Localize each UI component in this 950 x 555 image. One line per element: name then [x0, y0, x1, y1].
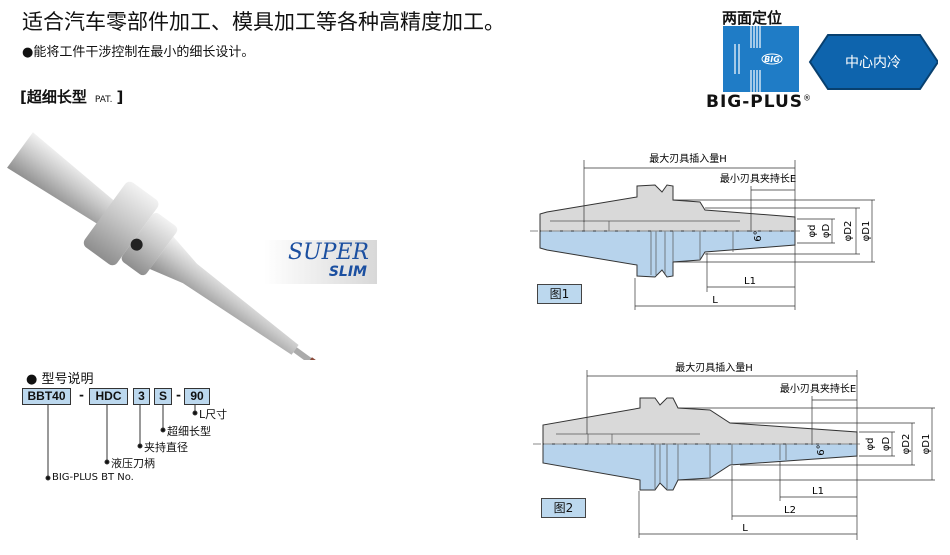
fig1-l-label: L — [712, 295, 718, 306]
legend-hydraulic: 液压刀柄 — [111, 457, 155, 470]
legend-slim: 超细长型 — [167, 425, 211, 438]
series-title: [超细长型 PAT.] — [20, 86, 123, 107]
bigplus-name: BIG-PLUS® — [706, 92, 812, 112]
fig2-h-label: 最大刃具插入量H — [675, 361, 753, 374]
fig2-dim-D1: φD1 — [921, 434, 932, 455]
fig2-dim-D: φD — [881, 437, 892, 452]
bigplus-emblem-icon: BIG — [723, 26, 799, 92]
product-photo — [7, 132, 329, 360]
hexagon-shape-icon — [808, 34, 940, 90]
coolant-badge: 中心内冷 — [808, 33, 940, 91]
code-part-type: HDC — [89, 388, 128, 405]
fig1-dim-D: φD — [821, 224, 832, 239]
fig2-dim-D2: φD2 — [901, 434, 912, 455]
tool-holder-image — [7, 132, 329, 360]
code-part-holder: BBT40 — [22, 388, 71, 405]
code-part-slim: S — [154, 388, 172, 405]
fig1-e-label: 最小刃具夹持长E — [720, 172, 796, 185]
fig2-l-label: L — [742, 523, 748, 534]
figure-1-drawing — [530, 160, 875, 310]
series-name: 超细长型 — [26, 88, 87, 106]
separator: - — [176, 388, 181, 402]
badge-line2: SLIM — [328, 264, 367, 280]
legend-l-size: L尺寸 — [199, 408, 228, 421]
bigplus-title: 两面定位 — [722, 9, 783, 27]
fig2-l2-label: L2 — [784, 505, 796, 516]
coolant-label: 中心内冷 — [845, 55, 901, 71]
big-logo-text: BIG — [764, 55, 780, 64]
figure-2-drawing — [533, 370, 935, 540]
fig2-l1-label: L1 — [812, 486, 824, 497]
fig1-l1-label: L1 — [744, 276, 756, 287]
fig1-angle: 6° — [753, 230, 764, 241]
model-leader-lines — [45, 405, 198, 481]
feature-text: ●能将工件干涉控制在最小的细长设计。 — [22, 45, 255, 60]
fig1-dim-D1: φD1 — [861, 221, 872, 242]
bigplus-logo: BIG — [723, 26, 799, 92]
fig1-dim-D2: φD2 — [843, 221, 854, 242]
bracket: ] — [116, 88, 124, 106]
bigplus-label: BIG-PLUS — [706, 92, 804, 112]
legend-clamp-diameter: 夹持直径 — [144, 441, 188, 454]
badge-line1: SUPER — [287, 240, 369, 265]
fig1-h-label: 最大刃具插入量H — [649, 152, 727, 165]
code-part-diameter: 3 — [133, 388, 150, 405]
legend-bigplus-bt: BIG-PLUS BT No. — [52, 472, 134, 483]
code-part-length: 90 — [184, 388, 210, 405]
separator: - — [79, 388, 84, 402]
figure-1-label: 图1 — [537, 284, 582, 304]
fig2-angle: 6° — [816, 444, 827, 455]
fig1-dim-d: φd — [807, 225, 818, 238]
bracket: [ — [20, 88, 27, 106]
fig2-e-label: 最小刃具夹持长E — [780, 382, 856, 395]
fig2-dim-d: φd — [865, 438, 876, 451]
model-title: ● 型号说明 — [26, 372, 94, 387]
registered-mark: ® — [803, 93, 813, 103]
pat-label: PAT. — [94, 95, 113, 105]
figure-2-label: 图2 — [541, 498, 586, 518]
headline: 适合汽车零部件加工、模具加工等各种高精度加工。 — [22, 10, 505, 34]
